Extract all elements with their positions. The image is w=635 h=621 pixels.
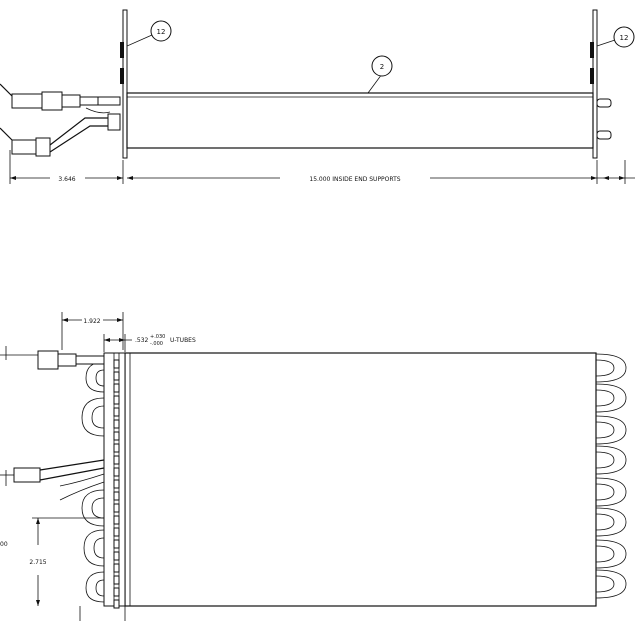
coil-body-top [126, 92, 594, 149]
tube-row [113, 587, 120, 597]
dim-clipped-left: 00 [0, 541, 8, 548]
tube-row [113, 527, 120, 537]
return-bend [595, 383, 627, 413]
return-bend-inner [595, 575, 615, 593]
tube-rows [113, 359, 120, 609]
right-return-bends [595, 353, 627, 599]
return-bend-inner [595, 451, 615, 469]
tube-row [113, 503, 120, 513]
dim-inside-end-supports: 15.000 INSIDE END SUPPORTS [309, 176, 400, 183]
utube-plus: +.030 [150, 334, 165, 340]
tube-row [113, 575, 120, 585]
return-bend [595, 353, 627, 383]
balloon-coil-body: 2 [367, 55, 393, 94]
utube-minus: -.000 [150, 341, 163, 347]
dim-label: 1.922 [83, 318, 100, 325]
return-bend-inner [595, 389, 615, 407]
return-bend-inner [595, 513, 615, 531]
inlet-fitting-front [0, 350, 105, 370]
dim-fitting-offset: 3.646 [58, 176, 75, 183]
balloon-right-support: 12 [596, 26, 635, 48]
right-stub-tubes [596, 98, 612, 140]
return-bend-inner [595, 483, 615, 501]
tube-row [113, 443, 120, 453]
balloon-label: 2 [380, 63, 384, 71]
return-bend-inner [595, 545, 615, 563]
left-return-bends [81, 361, 105, 603]
tube-row [113, 563, 120, 573]
return-bend-inner [595, 421, 615, 439]
tube-row [113, 551, 120, 561]
tube-row [113, 515, 120, 525]
tube-row [113, 407, 120, 417]
support-bracket [120, 42, 124, 58]
tube-row [113, 491, 120, 501]
return-bend [595, 415, 627, 445]
tube-row [113, 479, 120, 489]
tube-row [113, 599, 120, 609]
balloon-label: 12 [620, 34, 629, 42]
return-bend [595, 569, 627, 599]
return-bend [595, 507, 627, 537]
front-view: 1.922 .532 +.030 -.000 U-TUBES 2.715 00 [0, 312, 627, 621]
dimension-row-top: 3.646 15.000 INSIDE END SUPPORTS [9, 150, 635, 184]
tube-row [113, 455, 120, 465]
utube-label: U-TUBES [170, 337, 196, 344]
tube-row [113, 395, 120, 405]
tube-row [113, 539, 120, 549]
return-bend-inner [595, 359, 615, 377]
balloon-left-support: 12 [126, 20, 172, 47]
support-bracket [590, 68, 594, 84]
dim-label: 2.715 [29, 559, 46, 566]
outlet-fitting-front [0, 459, 105, 501]
dim-fitting-spacing: 1.922 [61, 312, 124, 350]
return-bend [595, 477, 627, 507]
dim-lower-height: 2.715 00 [0, 346, 126, 621]
tube-row [113, 467, 120, 477]
return-bend [595, 539, 627, 569]
support-bracket [120, 68, 124, 84]
inlet-piping-top [0, 83, 121, 157]
tube-row [113, 383, 120, 393]
coil-body-front [124, 352, 597, 607]
top-view: 12 12 2 3.646 15.000 INSIDE [0, 9, 635, 184]
return-bend [595, 445, 627, 475]
tube-row [113, 419, 120, 429]
utube-nominal: .532 [135, 337, 149, 344]
tube-row [113, 359, 120, 369]
tube-row [113, 431, 120, 441]
balloon-label: 12 [157, 28, 166, 36]
support-bracket [590, 42, 594, 58]
dim-utube: .532 +.030 -.000 U-TUBES [103, 334, 196, 352]
tube-row [113, 371, 120, 381]
